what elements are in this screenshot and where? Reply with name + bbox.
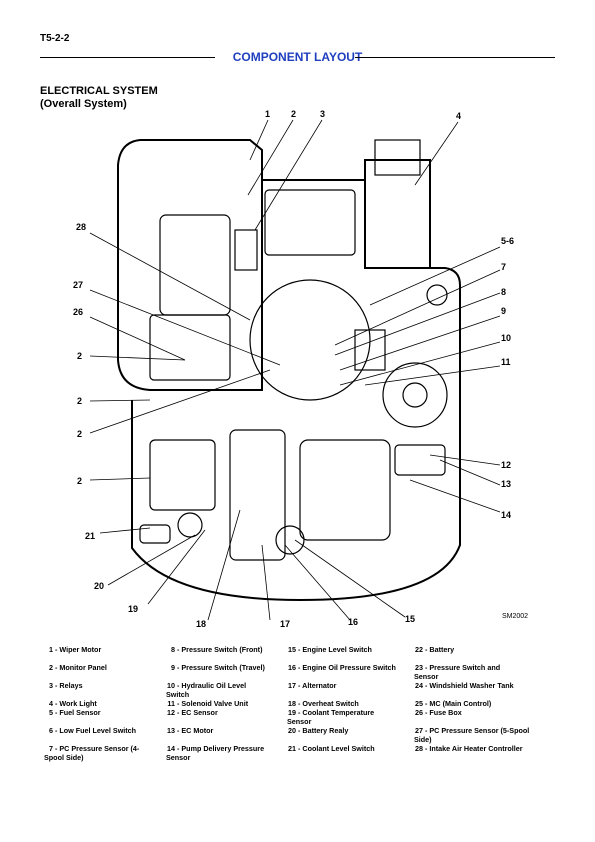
legend-item: 20 - Battery Realy [288,726,349,735]
swing-bearing-center [402,382,428,408]
legend-item: 24 - Windshield Washer Tank [415,681,514,690]
legend-item: 15 - Engine Level Switch [288,645,372,654]
callout-5-6: 5-6 [501,236,514,246]
figure-title: ELECTRICAL SYSTEM [40,85,158,97]
ec-motor-unit [394,444,446,476]
legend-item: 4 - Work Light [49,699,97,708]
callout-11: 11 [501,357,511,367]
callout-16: 16 [348,617,358,627]
callout-19: 19 [128,604,138,614]
legend-item: 1 - Wiper Motor [49,645,102,654]
legend-item: 17 - Alternator [288,681,337,690]
legend-item: 2 - Monitor Panel [49,663,107,672]
callout-4: 4 [456,111,461,121]
legend-item: 18 - Overheat Switch [288,699,359,708]
legend-item: 28 - Intake Air Heater Controller [415,744,523,753]
callout-21: 21 [85,531,95,541]
legend-item: 14 - Pump Delivery Pressure Sensor [166,744,265,762]
legend-item: 22 - Battery [415,645,455,654]
callout-17: 17 [280,619,290,629]
callout-2e: 2 [77,476,82,486]
swing-bearing [382,362,448,428]
callout-18: 18 [196,619,206,629]
work-light [374,139,421,176]
solenoid-valve-unit [354,329,386,371]
callout-2c: 2 [77,396,82,406]
callout-20: 20 [94,581,104,591]
machine-outline [117,139,461,602]
legend-item: 16 - Engine Oil Pressure Switch [288,663,396,672]
callout-2b: 2 [77,351,82,361]
legend-item: 9 - Pressure Switch (Travel) [171,663,265,672]
callout-27: 27 [73,280,83,290]
callout-15: 15 [405,614,415,624]
callout-1: 1 [265,109,270,119]
callout-7: 7 [501,262,506,272]
legend-item: 11 - Solenoid Valve Unit [167,699,249,708]
legend-item: 7 - PC Pressure Sensor (4-Spool Side) [44,744,140,762]
cab-seat [159,214,231,316]
callout-10: 10 [501,333,511,343]
coolant-tank [139,524,171,544]
legend: 1 - Wiper Motor 2 - Monitor Panel 3 - Re… [44,645,564,775]
fuel-cap [426,284,448,306]
legend-item: 3 - Relays [49,681,83,690]
leader-lines [89,119,501,621]
callout-12: 12 [501,460,511,470]
legend-item: 26 - Fuse Box [415,708,462,717]
figure-subtitle: (Overall System) [40,98,127,110]
legend-item: 5 - Fuel Sensor [49,708,101,717]
page-id: T5-2-2 [40,33,70,44]
legend-item: 25 - MC (Main Control) [415,699,492,708]
battery-relay [177,512,203,538]
callout-13: 13 [501,479,511,489]
legend-item: 21 - Coolant Level Switch [288,744,375,753]
radiator [229,429,286,561]
figure-heading: ELECTRICAL SYSTEM (Overall System) [40,85,158,111]
callout-3: 3 [320,109,325,119]
legend-item: 23 - Pressure Switch and Sensor [414,663,501,681]
control-valve-area [249,279,371,401]
callout-26: 26 [73,307,83,317]
callout-labels: 1 2 3 4 28 5-6 7 8 27 9 26 10 2 11 2 2 1… [73,109,514,629]
legend-item: 19 - Coolant Temperature Sensor [287,708,375,726]
callout-9: 9 [501,306,506,316]
monitor-panel-box [149,314,231,381]
legend-item: 12 - EC Sensor [167,708,218,717]
component-shapes [139,139,448,561]
figure-code: SM2002 [502,613,529,620]
alternator [275,525,305,555]
legend-item: 8 - Pressure Switch (Front) [171,645,263,654]
battery-box [149,439,216,511]
callout-2d: 2 [77,429,82,439]
engine-block [299,439,391,541]
legend-item: 6 - Low Fuel Level Switch [49,726,137,735]
header-rule-left [40,57,215,58]
section-title: COMPONENT LAYOUT [232,50,363,64]
callout-2: 2 [291,109,296,119]
header-rule-right [355,57,555,58]
legend-item: 13 - EC Motor [167,726,214,735]
counterweight-bracket [264,189,356,256]
callout-28: 28 [76,222,86,232]
callout-14: 14 [501,510,511,520]
callout-8: 8 [501,287,506,297]
legend-item: 10 - Hydraulic Oil Level Switch [166,681,247,699]
relay-block [234,229,258,271]
legend-item: 27 - PC Pressure Sensor (5-Spool Side) [414,726,530,744]
